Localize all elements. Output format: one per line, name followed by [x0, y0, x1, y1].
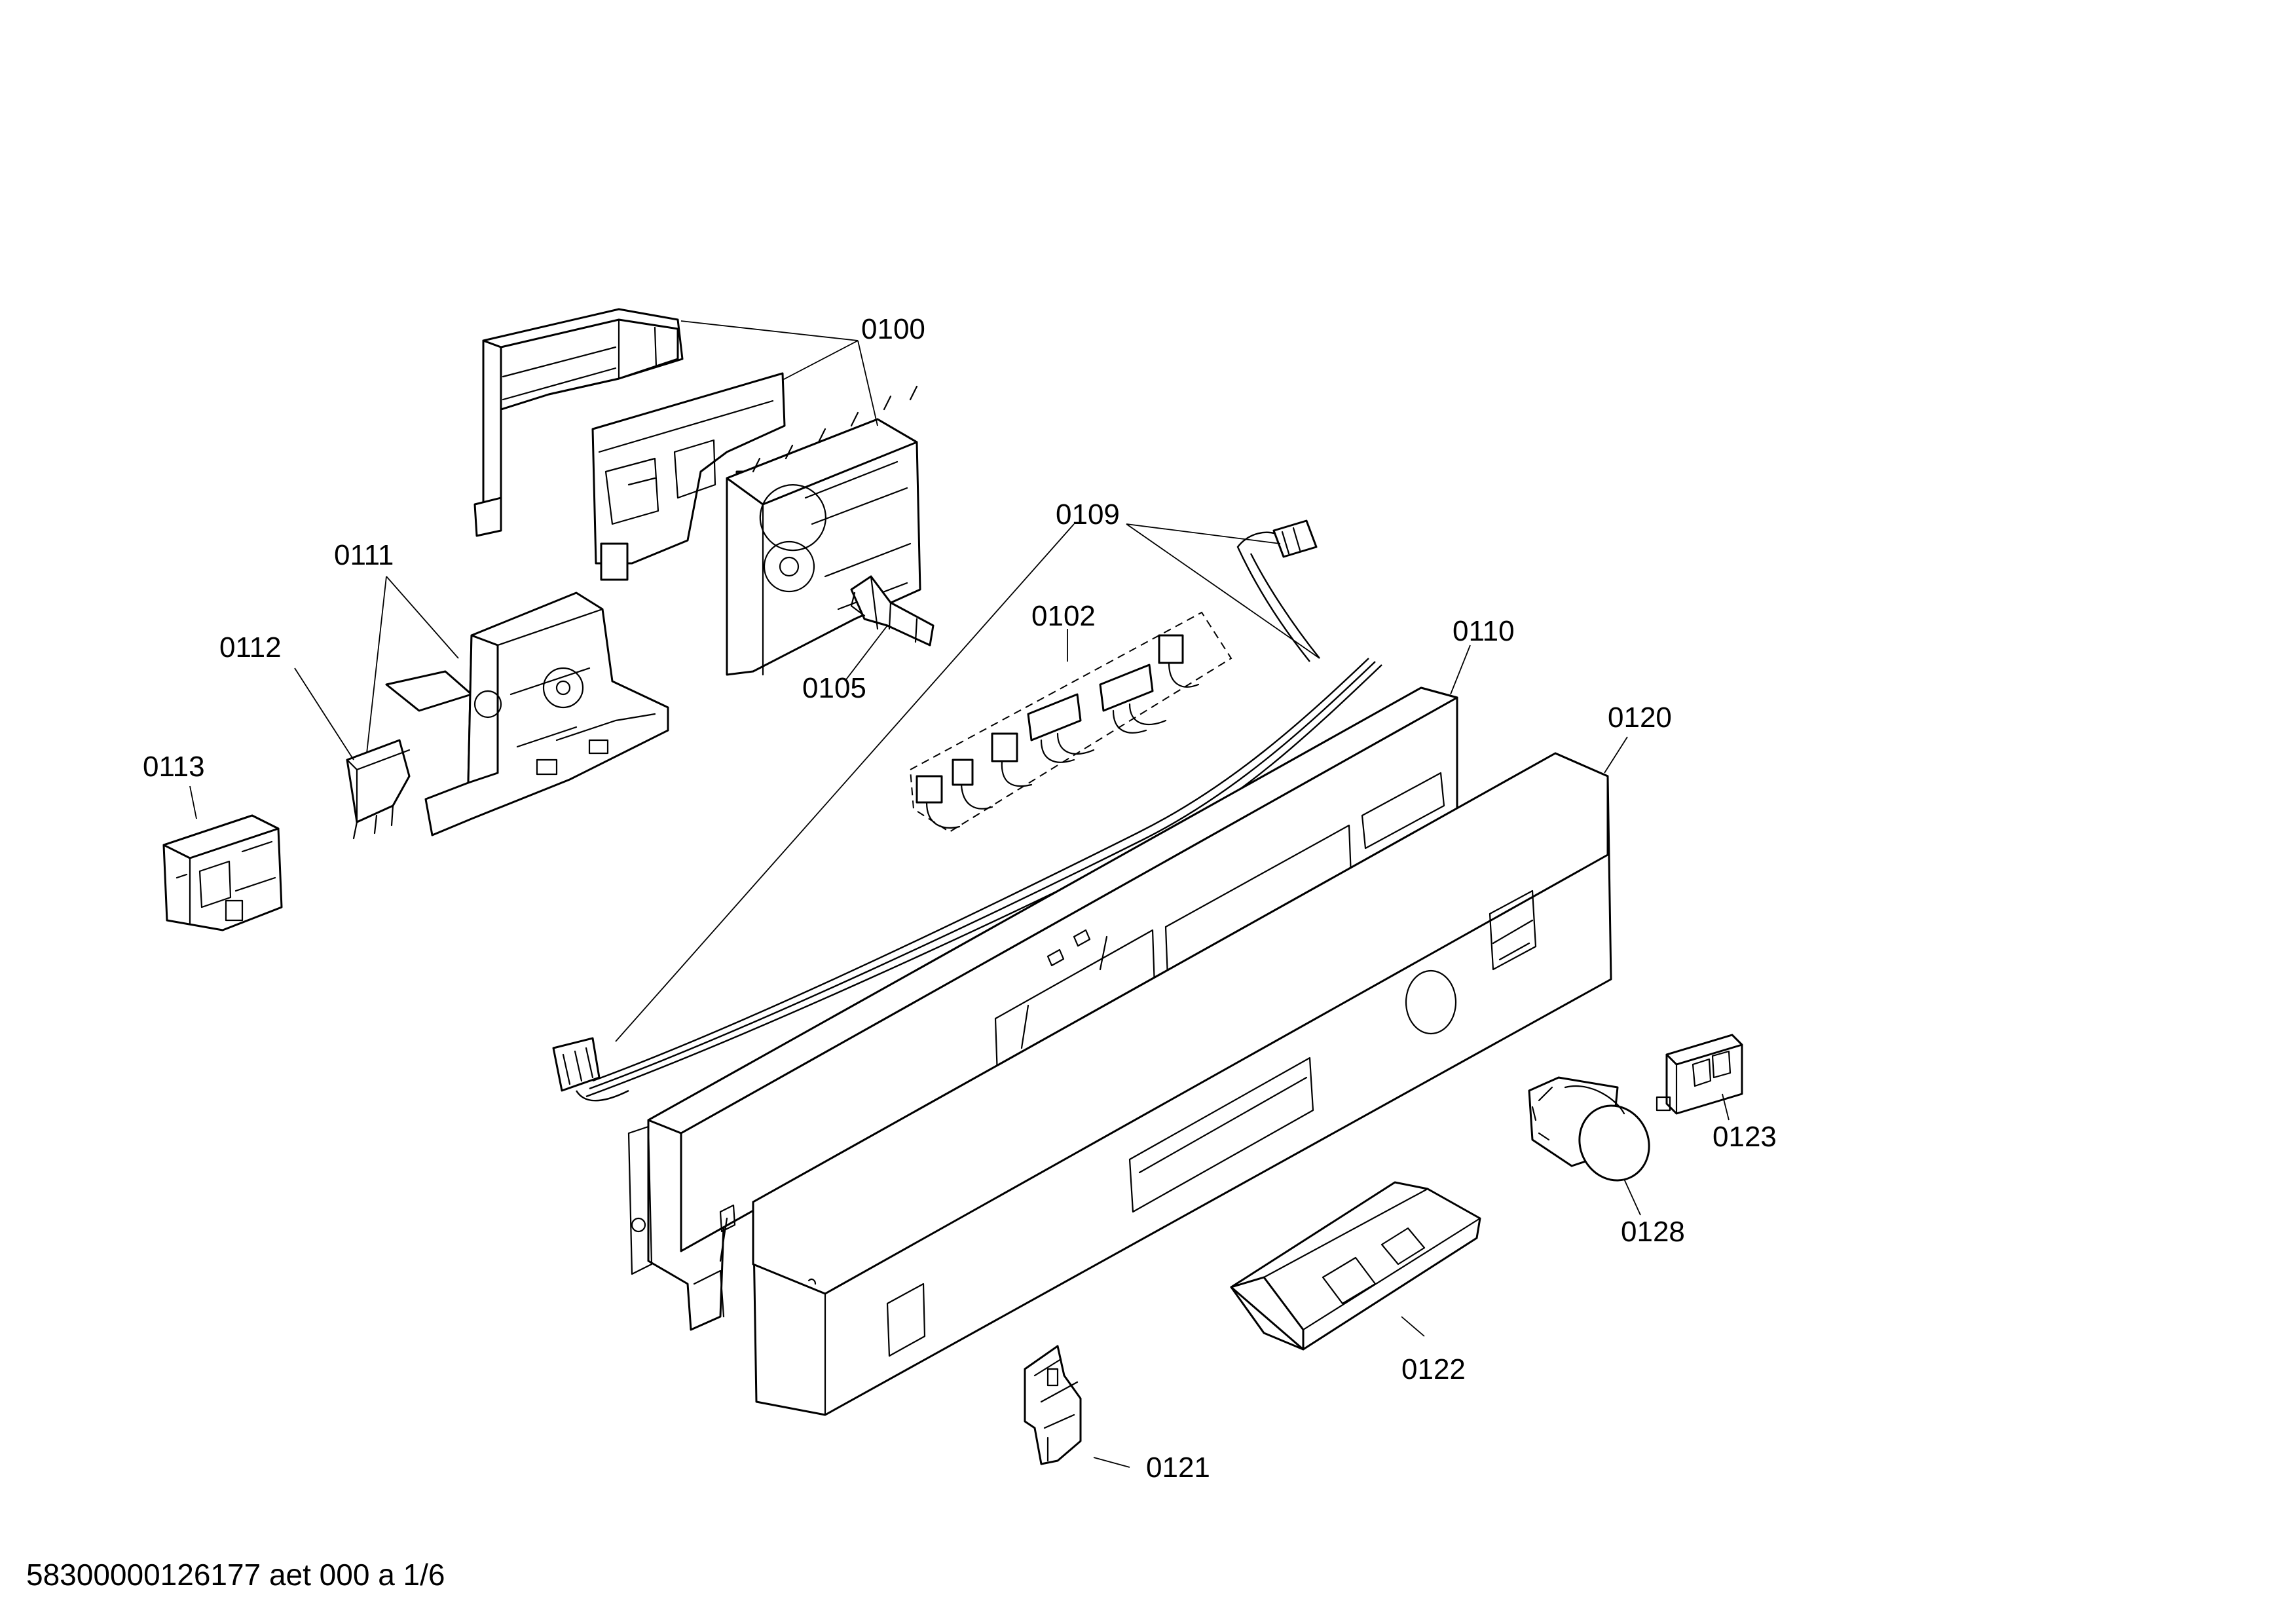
callout-0109: 0109: [1056, 498, 1120, 531]
callout-0123: 0123: [1713, 1121, 1777, 1153]
callout-0113: 0113: [143, 751, 205, 783]
part-0120-front-panel: [752, 752, 1612, 1416]
callout-0121: 0121: [1146, 1452, 1210, 1484]
callout-0122: 0122: [1401, 1353, 1466, 1385]
callout-0128: 0128: [1621, 1216, 1685, 1248]
callout-0102: 0102: [1031, 600, 1096, 632]
part-0121-clip: [1024, 1345, 1082, 1465]
callout-0100: 0100: [861, 313, 925, 345]
part-0113-switch: [162, 814, 283, 931]
callout-0120: 0120: [1608, 702, 1672, 734]
document-reference: 58300000126177 aet 000 a 1/6: [26, 1558, 445, 1592]
part-0112-filter: [346, 739, 411, 840]
part-0110-panel-frame: [627, 686, 1458, 1331]
part-0105-sensor: [850, 575, 935, 647]
callout-labels: 0100 0102 0105 0109 0110 0111 0112 0113 …: [143, 313, 1777, 1484]
callout-0110: 0110: [1453, 615, 1515, 647]
callout-0111: 0111: [334, 539, 394, 571]
part-0128-knob: [1528, 1076, 1650, 1182]
part-0111-mechanism: [385, 591, 669, 836]
part-0102-connector-set: [909, 611, 1232, 833]
callout-0105: 0105: [802, 672, 866, 704]
part-0123-button-module: [1656, 1034, 1743, 1115]
leader-lines: [189, 320, 1730, 1468]
callout-0112: 0112: [219, 631, 282, 664]
part-0122-bracket: [1230, 1181, 1481, 1351]
